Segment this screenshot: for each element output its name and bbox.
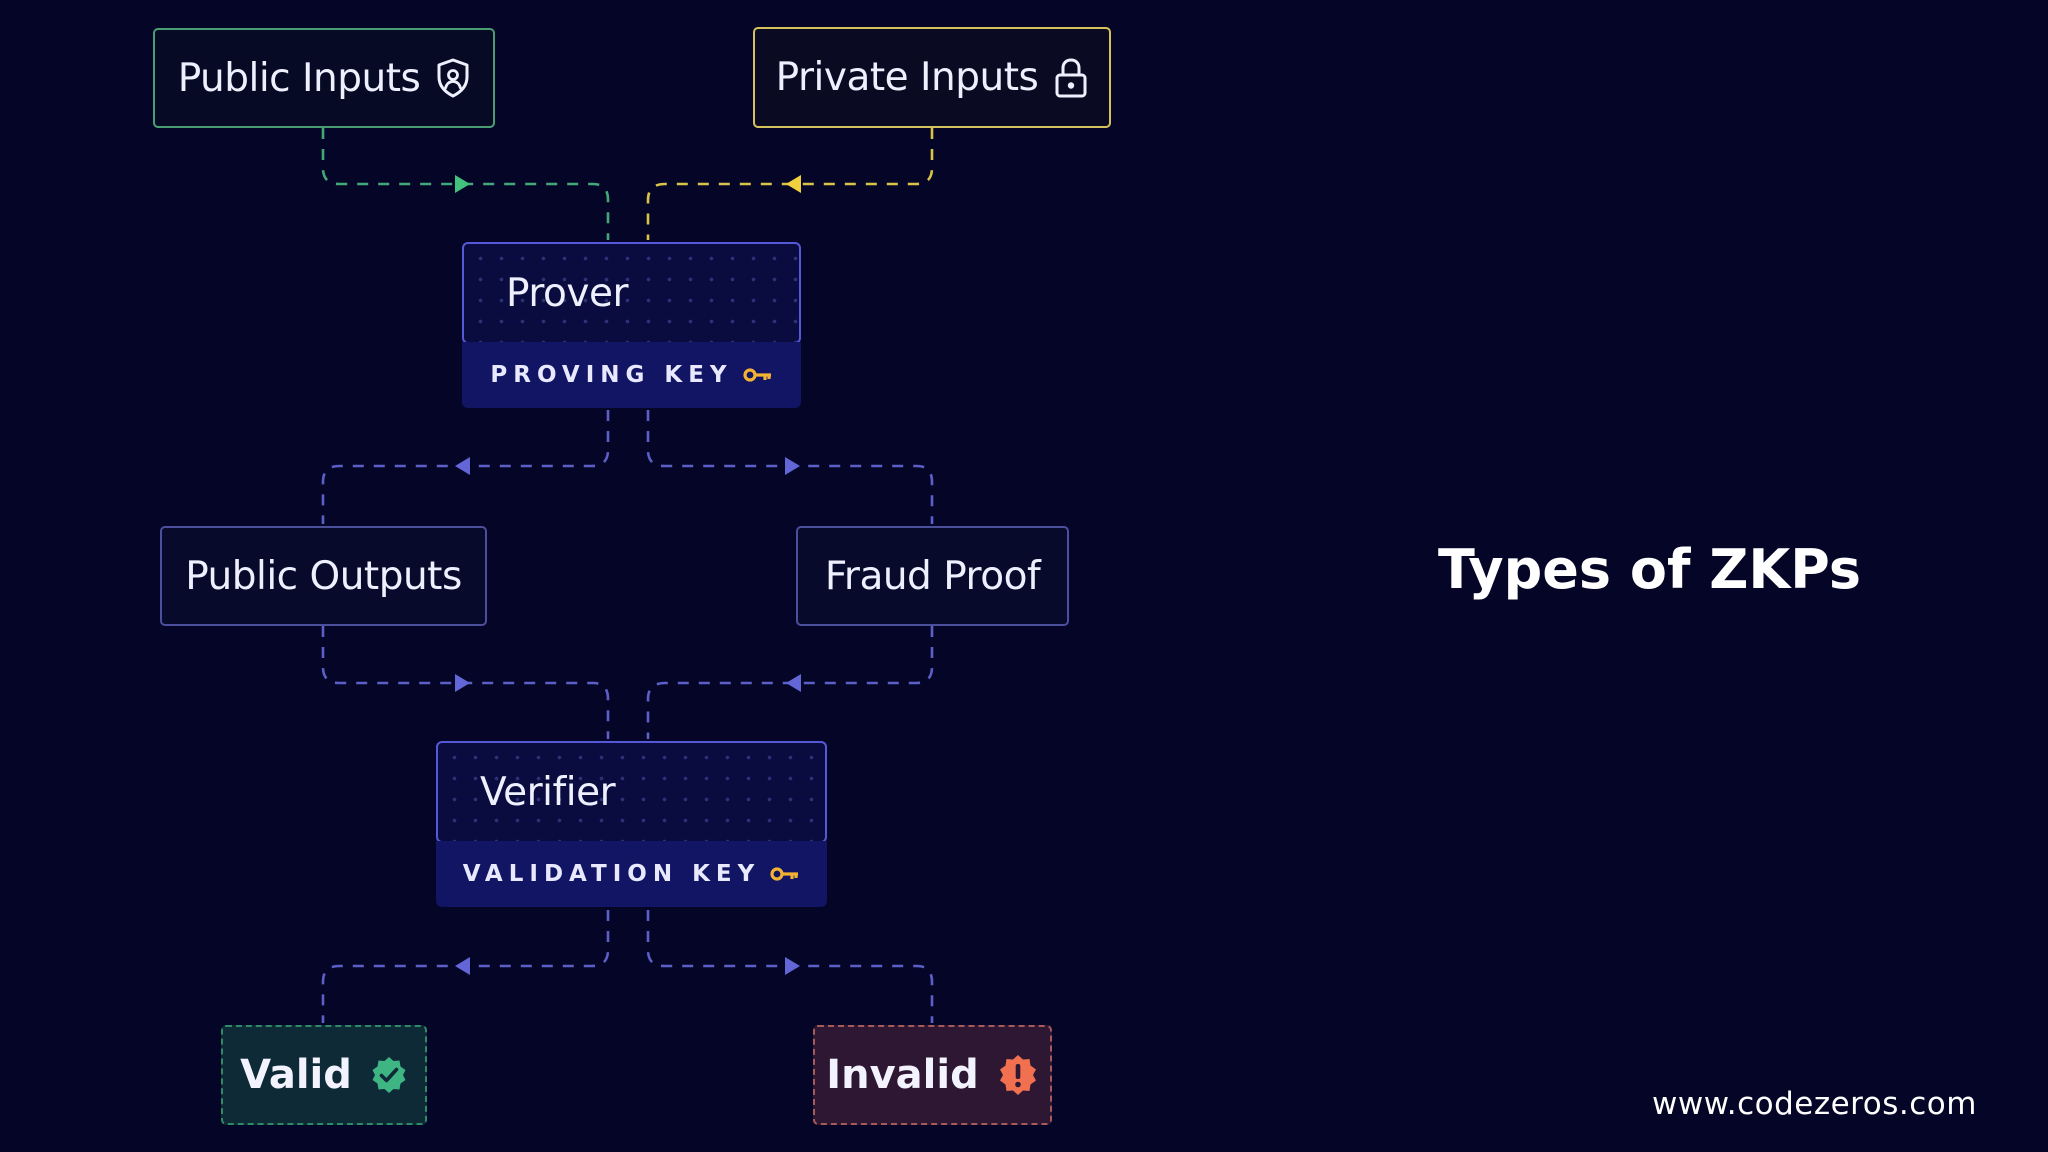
prover-header: Prover <box>462 242 801 344</box>
lock-icon <box>1054 57 1088 99</box>
arrow-right-blue <box>785 957 800 975</box>
arrow-left-blue <box>786 674 801 692</box>
private-inputs-label: Private Inputs <box>775 55 1039 100</box>
valid-node: Valid <box>221 1025 427 1125</box>
fraud-proof-node: Fraud Proof <box>796 526 1069 626</box>
arrow-left-blue <box>455 457 470 475</box>
validation-key-label: VALIDATION KEY <box>462 861 761 887</box>
arrow-right-blue <box>785 457 800 475</box>
proving-key-bar: PROVING KEY <box>462 342 801 408</box>
invalid-node: Invalid <box>813 1025 1052 1125</box>
prover-node: Prover PROVING KEY <box>462 242 801 408</box>
shield-icon <box>436 58 470 98</box>
valid-label: Valid <box>240 1052 352 1098</box>
invalid-label: Invalid <box>826 1052 979 1098</box>
public-outputs-label: Public Outputs <box>185 553 462 599</box>
verifier-node: Verifier VALIDATION KEY <box>436 741 827 907</box>
verifier-header: Verifier <box>436 741 827 843</box>
validation-key-bar: VALIDATION KEY <box>436 841 827 907</box>
private-inputs-node: Private Inputs <box>753 27 1111 128</box>
check-badge-icon <box>370 1056 408 1094</box>
arrow-left-yellow <box>786 175 801 193</box>
alert-badge-icon <box>997 1054 1039 1096</box>
prover-label: Prover <box>506 270 628 316</box>
verifier-label: Verifier <box>480 769 616 815</box>
website-url: www.codezeros.com <box>1652 1086 1977 1122</box>
fraud-proof-label: Fraud Proof <box>824 553 1041 599</box>
key-icon <box>770 866 800 882</box>
arrow-right-blue <box>455 674 470 692</box>
arrow-right-green <box>455 175 470 193</box>
public-inputs-label: Public Inputs <box>177 55 421 101</box>
public-outputs-node: Public Outputs <box>160 526 487 626</box>
page-title: Types of ZKPs <box>1438 538 1862 601</box>
arrow-left-blue <box>455 957 470 975</box>
key-icon <box>742 367 773 383</box>
public-inputs-node: Public Inputs <box>153 28 495 128</box>
proving-key-label: PROVING KEY <box>490 362 733 388</box>
